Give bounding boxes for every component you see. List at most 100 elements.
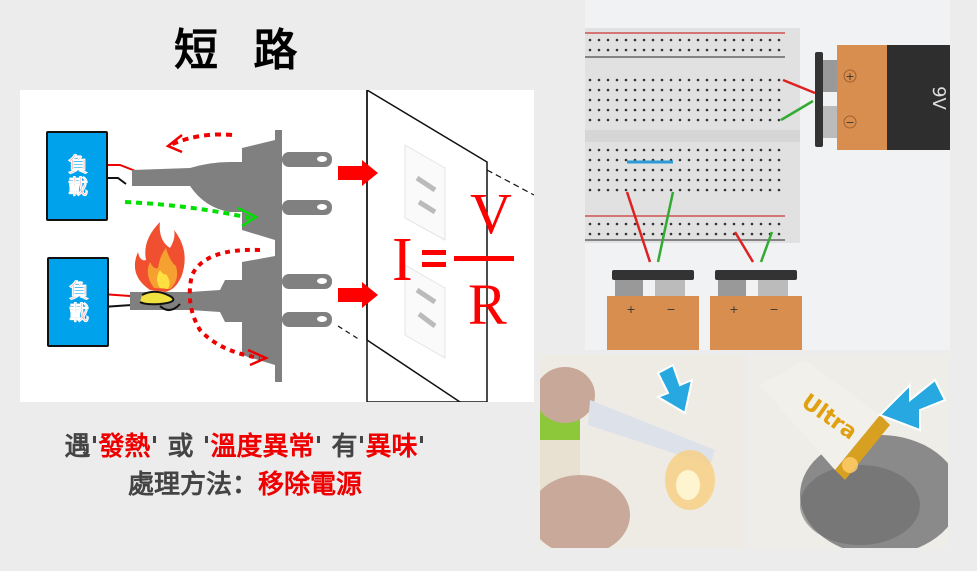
breadboard-hole [678,108,682,112]
formula-voltage: V [470,181,512,246]
breadboard-hole [651,222,655,226]
photo-foil-battery-burning [540,355,745,548]
breadboard-hole [606,78,610,82]
breadboard-hole [606,232,610,236]
load-label: 負載 [64,154,89,199]
breadboard-hole [597,78,601,82]
breadboard-hole [777,98,781,102]
breadboard-hole [750,148,754,152]
battery-plus: + [626,303,635,316]
breadboard-hole [741,108,745,112]
breadboard-hole [723,178,727,182]
breadboard-hole [705,148,709,152]
breadboard-hole [669,78,673,82]
breadboard-hole [696,78,700,82]
breadboard-hole [615,118,619,122]
breadboard-hole [741,98,745,102]
breadboard-hole [633,48,637,52]
breadboard-hole [669,98,673,102]
breadboard-hole [651,148,655,152]
breadboard-hole [723,188,727,192]
breadboard-hole [714,188,718,192]
breadboard-hole [705,232,709,236]
breadboard-hole [678,88,682,92]
breadboard-hole [759,222,763,226]
breadboard-hole [660,188,664,192]
breadboard-hole [696,158,700,162]
breadboard-hole [660,48,664,52]
breadboard-hole [678,188,682,192]
battery-plus: + [845,70,854,83]
breadboard-hole [768,158,772,162]
breadboard-hole [696,48,700,52]
arrow-pointer-icon [655,363,694,415]
breadboard-hole [615,188,619,192]
breadboard-hole [669,48,673,52]
breadboard-hole [651,108,655,112]
breadboard-hole [750,158,754,162]
breadboard-hole [741,232,745,236]
breadboard-hole [588,78,592,82]
breadboard-hole [714,158,718,162]
battery-9v-label: 9V [928,86,949,110]
breadboard-hole [732,148,736,152]
breadboard-hole [750,98,754,102]
breadboard-hole [615,158,619,162]
breadboard-hole [741,158,745,162]
breadboard-hole [750,108,754,112]
breadboard-hole [660,168,664,172]
breadboard-hole [714,78,718,82]
breadboard-hole [651,98,655,102]
breadboard-hole [678,148,682,152]
breadboard-hole [750,168,754,172]
breadboard-hole [597,232,601,236]
breadboard-hole [705,38,709,42]
breadboard-hole [588,158,592,162]
breadboard-hole [732,188,736,192]
breadboard-hole [624,158,628,162]
breadboard-hole [705,188,709,192]
breadboard-hole [714,118,718,122]
breadboard-hole [651,38,655,42]
breadboard-hole [687,222,691,226]
formula-resistance: R [468,272,507,337]
breadboard-hole [669,232,673,236]
breadboard-hole [660,178,664,182]
breadboard-hole [588,98,592,102]
breadboard-hole [705,108,709,112]
breadboard-hole [777,78,781,82]
breadboard-hole [678,48,682,52]
breadboard-hole [597,188,601,192]
breadboard-hole [687,38,691,42]
breadboard-hole [678,158,682,162]
breadboard-hole [741,178,745,182]
note-highlight: 異味 [365,432,418,462]
breadboard-hole [705,78,709,82]
plug-body-top [242,130,282,258]
breadboard-hole [714,108,718,112]
breadboard-hole [777,232,781,236]
breadboard-hole [615,222,619,226]
breadboard-hole [606,108,610,112]
breadboard-hole [687,188,691,192]
breadboard-hole [615,232,619,236]
breadboard-hole [732,38,736,42]
breadboard-hole [669,168,673,172]
breadboard-hole [759,108,763,112]
load-label: 負載 [65,280,90,325]
breadboard-hole [642,188,646,192]
breadboard-hole [732,48,736,52]
short-circuit-diagram: 負載 負載 I V R [20,90,534,402]
breadboard-hole [624,222,628,226]
breadboard-hole [759,178,763,182]
breadboard-hole [633,78,637,82]
breadboard-hole [660,222,664,226]
breadboard-hole [624,168,628,172]
breadboard-hole [696,38,700,42]
breadboard-hole [741,48,745,52]
breadboard-hole [705,178,709,182]
breadboard-hole [633,38,637,42]
note-highlight: 溫度異常 [210,432,315,462]
breadboard-hole [741,222,745,226]
breadboard-hole [696,108,700,112]
